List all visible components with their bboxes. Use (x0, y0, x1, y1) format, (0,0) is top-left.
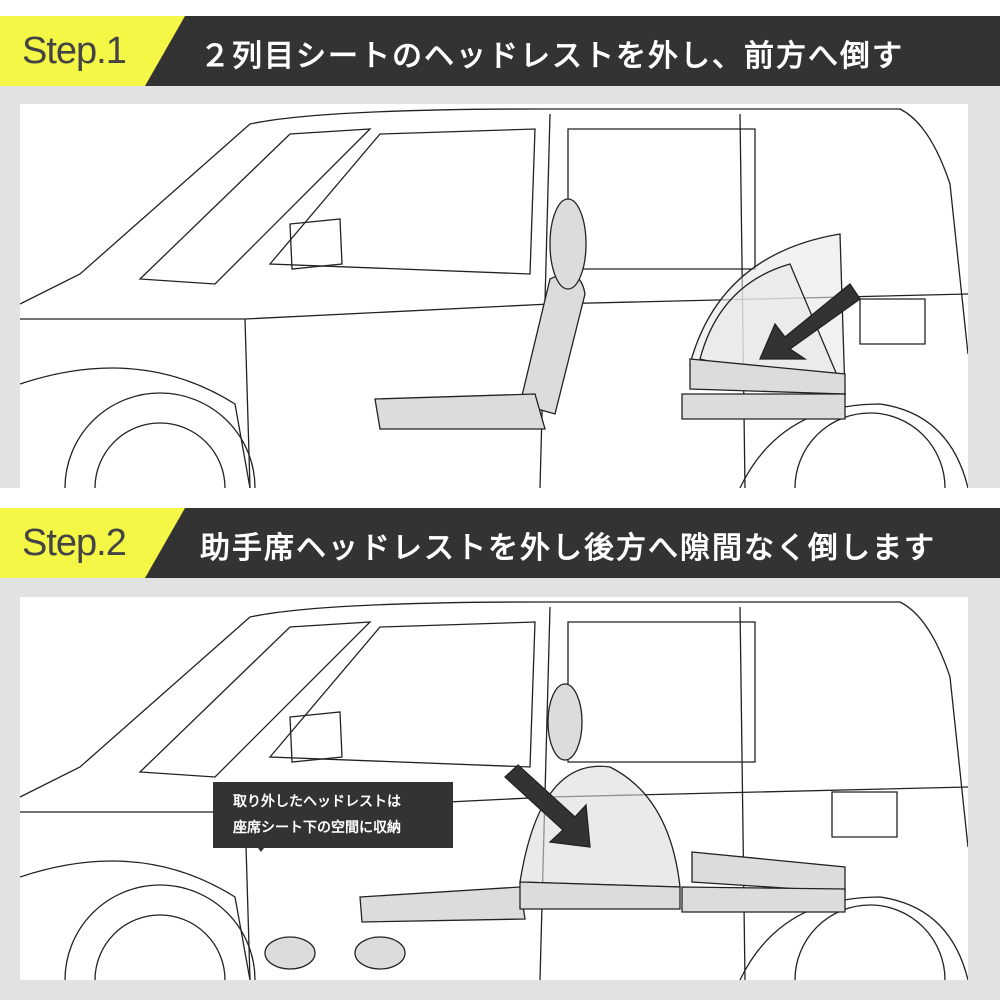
step-2-title: 助手席ヘッドレストを外し後方へ隙間なく倒します (200, 531, 936, 566)
spacer (0, 488, 1000, 508)
rear-wheel (794, 412, 946, 488)
rear-wheel (794, 904, 946, 980)
step-2-label: Step.2 (22, 522, 127, 564)
headrest-stored (354, 936, 406, 970)
front-seat-folded (264, 683, 846, 970)
car-illustration-2 (20, 601, 968, 980)
arrow-icon (504, 764, 591, 848)
step-2-illustration (20, 597, 968, 980)
callout-line-1: 取り外したヘッドレストは (233, 794, 401, 810)
step-1-illustration (20, 104, 968, 488)
front-seat (374, 198, 587, 430)
front-wheel (64, 884, 256, 980)
step-2-badge: Step.2 (0, 508, 185, 578)
step-1-title: ２列目シートのヘッドレストを外し、前方へ倒す (200, 39, 904, 74)
step-1-badge: Step.1 (0, 16, 185, 86)
headrest-storage-callout: 取り外したヘッドレストは 座席シート下の空間に収納 (213, 782, 453, 852)
step-2-header: Step.2 助手席ヘッドレストを外し後方へ隙間なく倒します (0, 508, 1000, 578)
car-illustration-1 (20, 108, 968, 488)
callout-line-2: 座席シート下の空間に収納 (233, 820, 401, 836)
headrest-stored (264, 936, 316, 970)
front-wheel (64, 392, 256, 488)
step-1-header: Step.1 ２列目シートのヘッドレストを外し、前方へ倒す (0, 16, 1000, 86)
step-1-label: Step.1 (22, 30, 127, 72)
arrow-icon (759, 283, 861, 360)
